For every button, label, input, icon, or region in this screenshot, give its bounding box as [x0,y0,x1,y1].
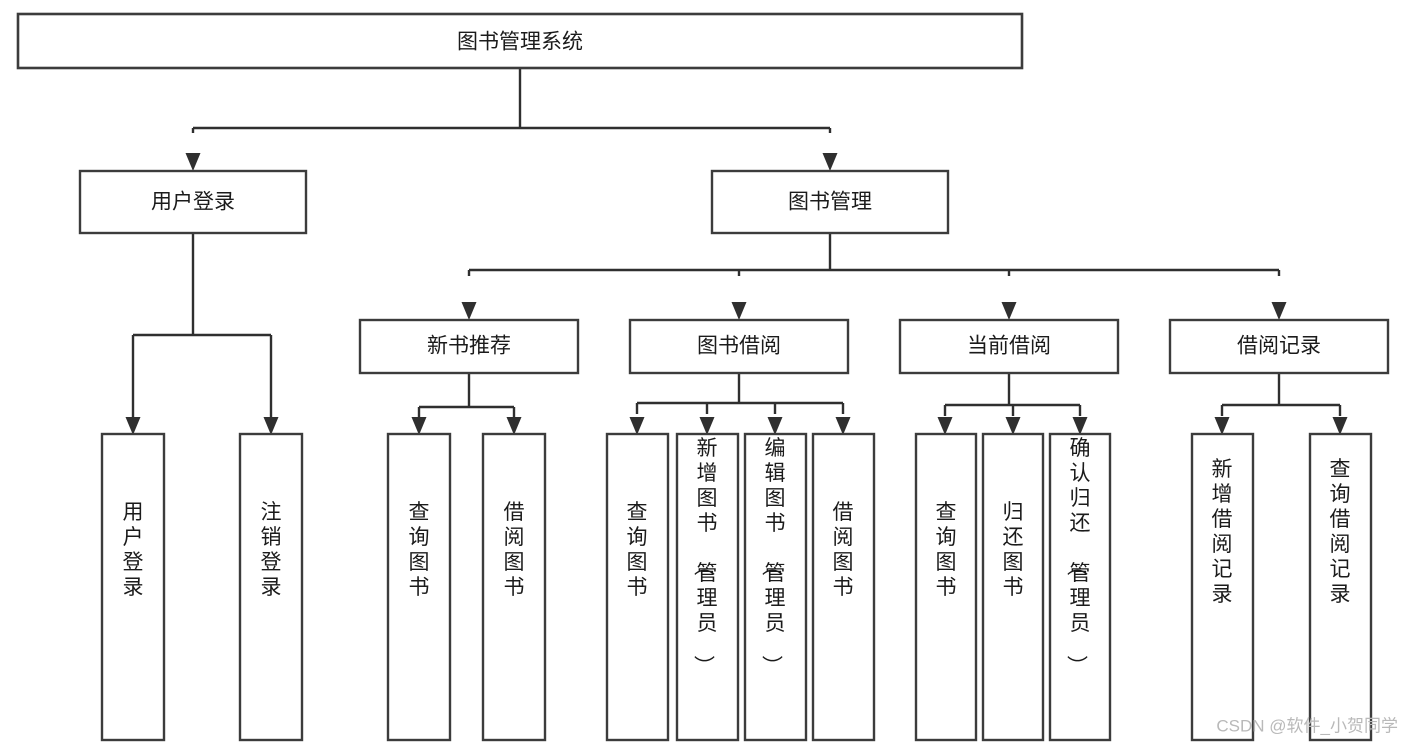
node-new-book-recommend-label: 新书推荐 [427,335,511,358]
node-book-manage[interactable]: 图书管理 [710,169,950,235]
arrow-to-leaf-currentborrow-0 [937,417,953,435]
node-user-login[interactable]: 用户登录 [78,169,308,235]
arrow-to-user-login [185,153,201,171]
node-root-box[interactable] [16,12,1024,70]
arrow-to-leaf-newbook-1 [506,417,522,435]
arrow-to-leaf-newbook-0 [411,417,427,435]
arrow-to-leaf-bookborrow-1 [699,417,715,435]
leaf-book-borrow-2-label: 编辑图书（管理员） [760,437,786,676]
leaf-book-borrow-3-label: 借阅图书 [833,501,854,599]
arrow-to-leaf-currentborrow-1 [1005,417,1021,435]
arrow-to-leaf-currentborrow-2 [1072,417,1088,435]
leaf-book-borrow-0[interactable]: 查询图书 [605,432,670,742]
arrow-to-leaf-borrowrecord-1 [1332,417,1348,435]
leaf-borrow-record-0[interactable]: 新增借阅记录 [1190,432,1255,742]
leaf-book-borrow-3-box[interactable] [811,432,876,742]
leaf-book-borrow-1-label: 新增图书（管理员） [692,437,718,676]
leaf-user-login-1-label: 注销登录 [261,501,282,599]
node-user-login-box[interactable] [78,169,308,235]
leaf-user-login-0[interactable]: 用户登录 [100,432,166,742]
csdn-watermark: CSDN @软件_小贺同学 [1216,716,1398,735]
leaf-book-borrow-3[interactable]: 借阅图书 [811,432,876,742]
leaf-new-book-recommend-1-box[interactable] [481,432,547,742]
leaf-book-borrow-1[interactable]: 新增图书（管理员） [675,432,740,742]
leaf-book-borrow-2-box[interactable] [743,432,808,742]
leaf-user-login-1-box[interactable] [238,432,304,742]
node-new-book-recommend-box[interactable] [358,318,580,375]
node-borrow-record[interactable]: 借阅记录 [1168,318,1390,375]
node-borrow-record-label: 借阅记录 [1237,335,1321,358]
leaf-book-borrow-2[interactable]: 编辑图书（管理员） [743,432,808,742]
arrow-to-current-borrow [1001,302,1017,320]
node-book-manage-box[interactable] [710,169,950,235]
arrow-to-new-book-recommend [461,302,477,320]
node-current-borrow-label: 当前借阅 [967,335,1051,358]
node-user-login-label: 用户登录 [151,191,235,214]
connector-layer [125,68,1348,435]
node-book-manage-label: 图书管理 [788,191,872,214]
arrow-to-leaf-borrowrecord-0 [1214,417,1230,435]
leaf-user-login-0-box[interactable] [100,432,166,742]
node-root-label: 图书管理系统 [457,31,583,54]
leaf-borrow-record-0-box[interactable] [1190,432,1255,742]
node-root[interactable]: 图书管理系统 [16,12,1024,70]
node-book-borrow-label: 图书借阅 [697,335,781,358]
leaf-current-borrow-2[interactable]: 确认归还（管理员） [1048,432,1112,742]
arrow-to-leaf-bookborrow-0 [629,417,645,435]
leaf-current-borrow-1-box[interactable] [981,432,1045,742]
leaf-new-book-recommend-0-label: 查询图书 [409,501,430,599]
leaf-user-login-1[interactable]: 注销登录 [238,432,304,742]
leaf-book-borrow-0-label: 查询图书 [627,501,648,599]
node-book-borrow[interactable]: 图书借阅 [628,318,850,375]
leaf-user-login-0-label: 用户登录 [123,501,144,599]
arrow-to-book-borrow [731,302,747,320]
leaf-book-borrow-1-box[interactable] [675,432,740,742]
leaf-new-book-recommend-1[interactable]: 借阅图书 [481,432,547,742]
leaf-new-book-recommend-0-box[interactable] [386,432,452,742]
arrow-to-leaf-user-login-0 [125,417,141,435]
arrow-to-leaf-bookborrow-3 [835,417,851,435]
leaf-current-borrow-1-label: 归还图书 [1003,501,1024,599]
leaf-current-borrow-0-box[interactable] [914,432,978,742]
arrow-to-leaf-bookborrow-2 [767,417,783,435]
leaf-current-borrow-0-label: 查询图书 [936,501,957,599]
leaf-borrow-record-1[interactable]: 查询借阅记录 [1308,432,1373,742]
leaf-new-book-recommend-0[interactable]: 查询图书 [386,432,452,742]
leaf-current-borrow-1[interactable]: 归还图书 [981,432,1045,742]
arrow-to-leaf-user-login-1 [263,417,279,435]
leaf-current-borrow-0[interactable]: 查询图书 [914,432,978,742]
node-borrow-record-box[interactable] [1168,318,1390,375]
node-current-borrow[interactable]: 当前借阅 [898,318,1120,375]
leaf-borrow-record-1-label: 查询借阅记录 [1330,458,1351,606]
arrow-to-borrow-record [1271,302,1287,320]
leaf-current-borrow-2-label: 确认归还（管理员） [1065,437,1091,676]
leaf-book-borrow-0-box[interactable] [605,432,670,742]
node-current-borrow-box[interactable] [898,318,1120,375]
leaf-new-book-recommend-1-label: 借阅图书 [504,501,525,599]
node-new-book-recommend[interactable]: 新书推荐 [358,318,580,375]
leaf-borrow-record-0-label: 新增借阅记录 [1212,458,1233,606]
arrow-to-book-manage [822,153,838,171]
node-book-borrow-box[interactable] [628,318,850,375]
leaf-current-borrow-2-box[interactable] [1048,432,1112,742]
leaf-borrow-record-1-box[interactable] [1308,432,1373,742]
